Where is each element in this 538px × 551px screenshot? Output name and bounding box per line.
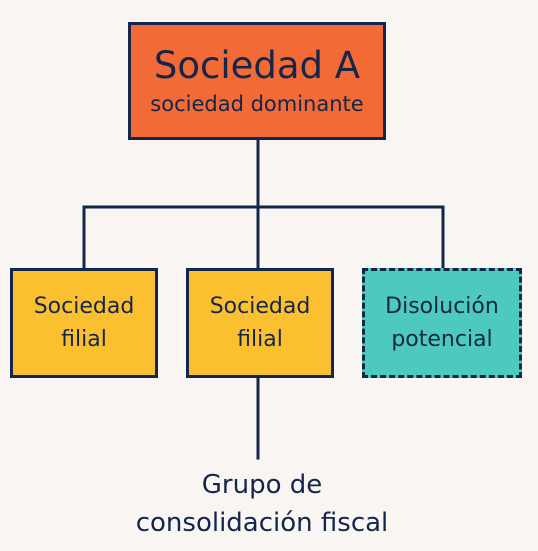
- parent-company-box: Sociedad A sociedad dominante: [128, 22, 386, 140]
- parent-company-subtitle: sociedad dominante: [150, 92, 364, 116]
- dissolution-label-line2: potencial: [391, 327, 493, 352]
- tax-consolidation-group-label: Grupo de consolidación fiscal: [100, 466, 424, 542]
- subsidiary-label-line1: Sociedad: [209, 294, 311, 319]
- subsidiary-box-1: Sociedad filial: [10, 268, 158, 378]
- subsidiary-label-line2: filial: [61, 327, 107, 352]
- parent-company-title: Sociedad A: [153, 44, 361, 87]
- subsidiary-label-line1: Sociedad: [33, 294, 135, 319]
- group-label-line1: Grupo de: [201, 470, 323, 500]
- subsidiary-box-2: Sociedad filial: [186, 268, 334, 378]
- potential-dissolution-box: Disolución potencial: [362, 268, 522, 378]
- group-label-line2: consolidación fiscal: [135, 508, 389, 538]
- subsidiary-label-line2: filial: [237, 327, 283, 352]
- dissolution-label-line1: Disolución: [385, 294, 499, 319]
